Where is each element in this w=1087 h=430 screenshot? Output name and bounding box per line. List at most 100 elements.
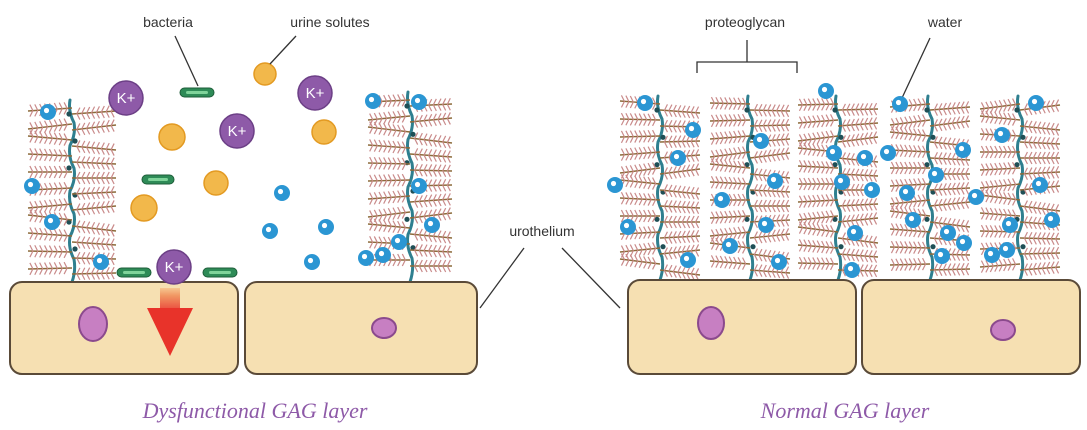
water-molecule	[753, 133, 769, 149]
water-molecule	[680, 252, 696, 268]
water-molecule	[934, 248, 950, 264]
gag-chain	[890, 144, 930, 158]
water-molecule	[424, 217, 440, 233]
gag-chain	[660, 265, 700, 281]
water-molecule	[1002, 217, 1018, 233]
water-molecule	[984, 247, 1000, 263]
gag-chain	[72, 140, 116, 155]
urine-solute	[131, 195, 157, 221]
core-node	[750, 244, 755, 249]
gag-chain	[660, 184, 700, 199]
gag-chain	[838, 198, 878, 212]
water-molecule	[844, 262, 860, 278]
water-molecule	[637, 95, 653, 111]
gag-chain	[838, 132, 878, 148]
water-molecule	[999, 242, 1015, 258]
bacterium	[180, 88, 214, 97]
water-molecule	[358, 250, 374, 266]
water-molecule	[1032, 177, 1048, 193]
cell-nucleus	[79, 307, 107, 341]
gag-chain	[28, 198, 72, 213]
core-node	[410, 132, 415, 137]
gag-chain	[410, 148, 452, 162]
gag-chain	[28, 148, 72, 162]
water-molecule	[411, 94, 427, 110]
water-label: water	[927, 14, 963, 30]
water-molecule	[818, 83, 834, 99]
urine-solutes-label: urine solutes	[290, 14, 369, 30]
gag-chain	[72, 200, 116, 215]
water-molecule	[994, 127, 1010, 143]
core-node	[654, 107, 659, 112]
gag-chain	[1020, 136, 1060, 150]
gag-chain	[798, 178, 838, 190]
gag-chain	[72, 156, 116, 170]
gag-chain	[620, 146, 660, 160]
water-molecule	[905, 212, 921, 228]
water-molecule	[365, 93, 381, 109]
urothelial-cell	[245, 282, 477, 374]
gag-chain	[798, 160, 838, 174]
core-node	[66, 111, 71, 116]
gag-chain	[72, 221, 116, 237]
gag-chain	[660, 104, 700, 118]
gag-chain	[72, 105, 116, 119]
water-molecule	[607, 177, 623, 193]
proteoglycan-bracket	[697, 40, 797, 73]
gag-chain	[798, 239, 838, 253]
gag-chain	[750, 200, 790, 212]
gag-chain	[620, 113, 660, 126]
gag-chain	[410, 260, 452, 272]
gag-chain	[930, 182, 970, 196]
bacterium	[142, 175, 174, 184]
core-node	[1020, 244, 1025, 249]
cell-nucleus	[698, 307, 724, 339]
core-node	[404, 217, 409, 222]
water-molecule	[670, 150, 686, 166]
core-node	[838, 135, 843, 140]
bacterium	[117, 268, 151, 277]
bacterium	[203, 268, 237, 277]
urothelial-cell	[10, 282, 238, 374]
proteoglycan-core-protein	[658, 96, 663, 280]
gag-chain	[368, 174, 410, 187]
gag-chain	[750, 148, 790, 164]
water-molecule	[1028, 95, 1044, 111]
svg-text:K+: K+	[165, 259, 184, 276]
water-molecule	[620, 219, 636, 235]
bacteria-label: bacteria	[143, 14, 193, 30]
water-molecule	[391, 234, 407, 250]
core-node	[930, 135, 935, 140]
water-molecule	[940, 225, 956, 241]
water-molecule	[864, 182, 880, 198]
potassium-ion: K+	[298, 76, 332, 110]
urothelium-leader-line	[562, 248, 620, 308]
normal-gag-caption: Normal GAG layer	[760, 398, 930, 423]
water-molecule	[262, 223, 278, 239]
gag-chain	[660, 200, 700, 214]
cell-nucleus	[991, 320, 1015, 340]
water-molecule	[955, 142, 971, 158]
core-node	[66, 165, 71, 170]
cell-nucleus	[372, 318, 396, 338]
gag-chain	[980, 258, 1020, 272]
bacteria-leader-line	[175, 36, 198, 86]
water-molecule	[274, 185, 290, 201]
gag-chain	[750, 119, 790, 132]
proteoglycan-core-protein	[70, 100, 75, 282]
gag-chain	[930, 101, 970, 115]
urothelium-leader-line	[480, 248, 524, 308]
gag-chain	[710, 176, 750, 190]
water-molecule	[847, 225, 863, 241]
urine-solute	[254, 63, 276, 85]
core-node	[930, 244, 935, 249]
gag-chain	[838, 212, 878, 227]
proteoglycan-core-protein	[748, 96, 753, 280]
gag-chain	[620, 192, 660, 206]
water-molecule	[304, 254, 320, 270]
water-molecule	[411, 178, 427, 194]
water-molecule	[375, 247, 391, 263]
gag-chain	[798, 257, 838, 270]
gag-chain	[28, 245, 72, 258]
water-molecule	[826, 145, 842, 161]
